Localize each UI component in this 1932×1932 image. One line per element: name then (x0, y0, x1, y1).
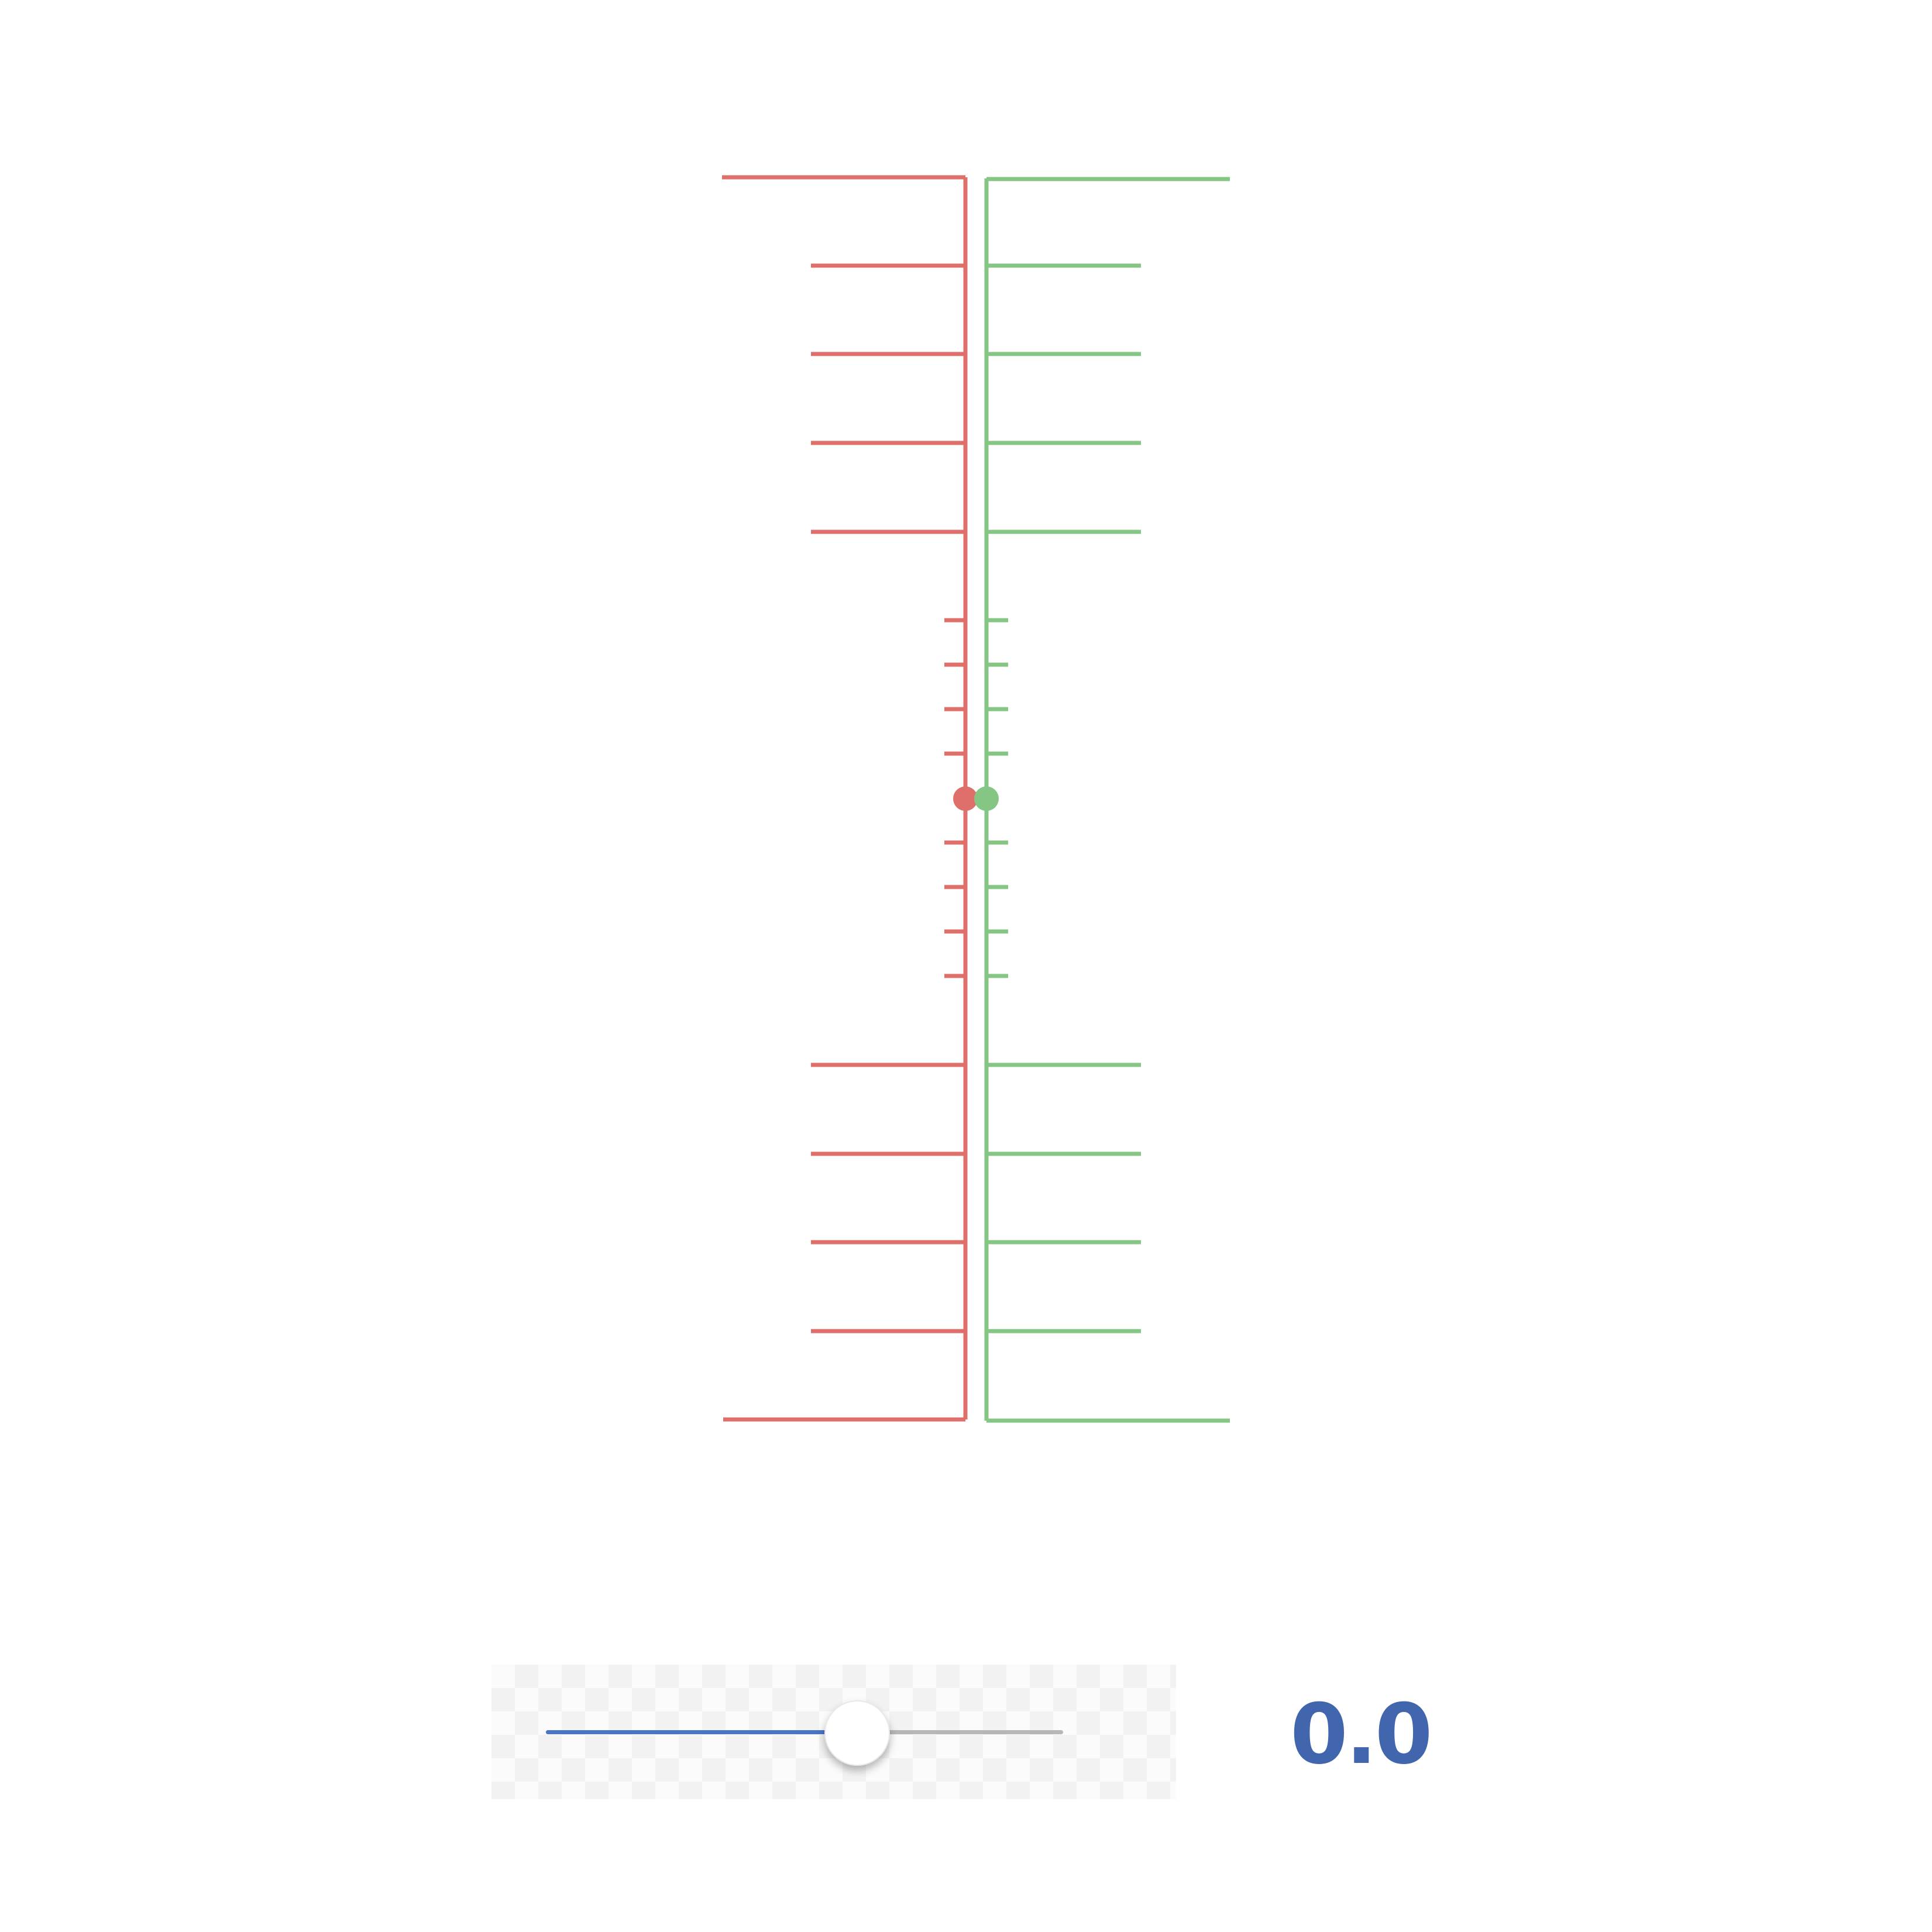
value-readout: 0.0 (1290, 1686, 1433, 1783)
slider-thumb[interactable] (824, 1700, 891, 1766)
slider-panel (491, 1665, 1176, 1799)
left-scale-marker (953, 786, 978, 811)
slider-track[interactable] (546, 1730, 1063, 1734)
slider-fill (546, 1730, 857, 1734)
right-scale-marker (974, 786, 999, 811)
